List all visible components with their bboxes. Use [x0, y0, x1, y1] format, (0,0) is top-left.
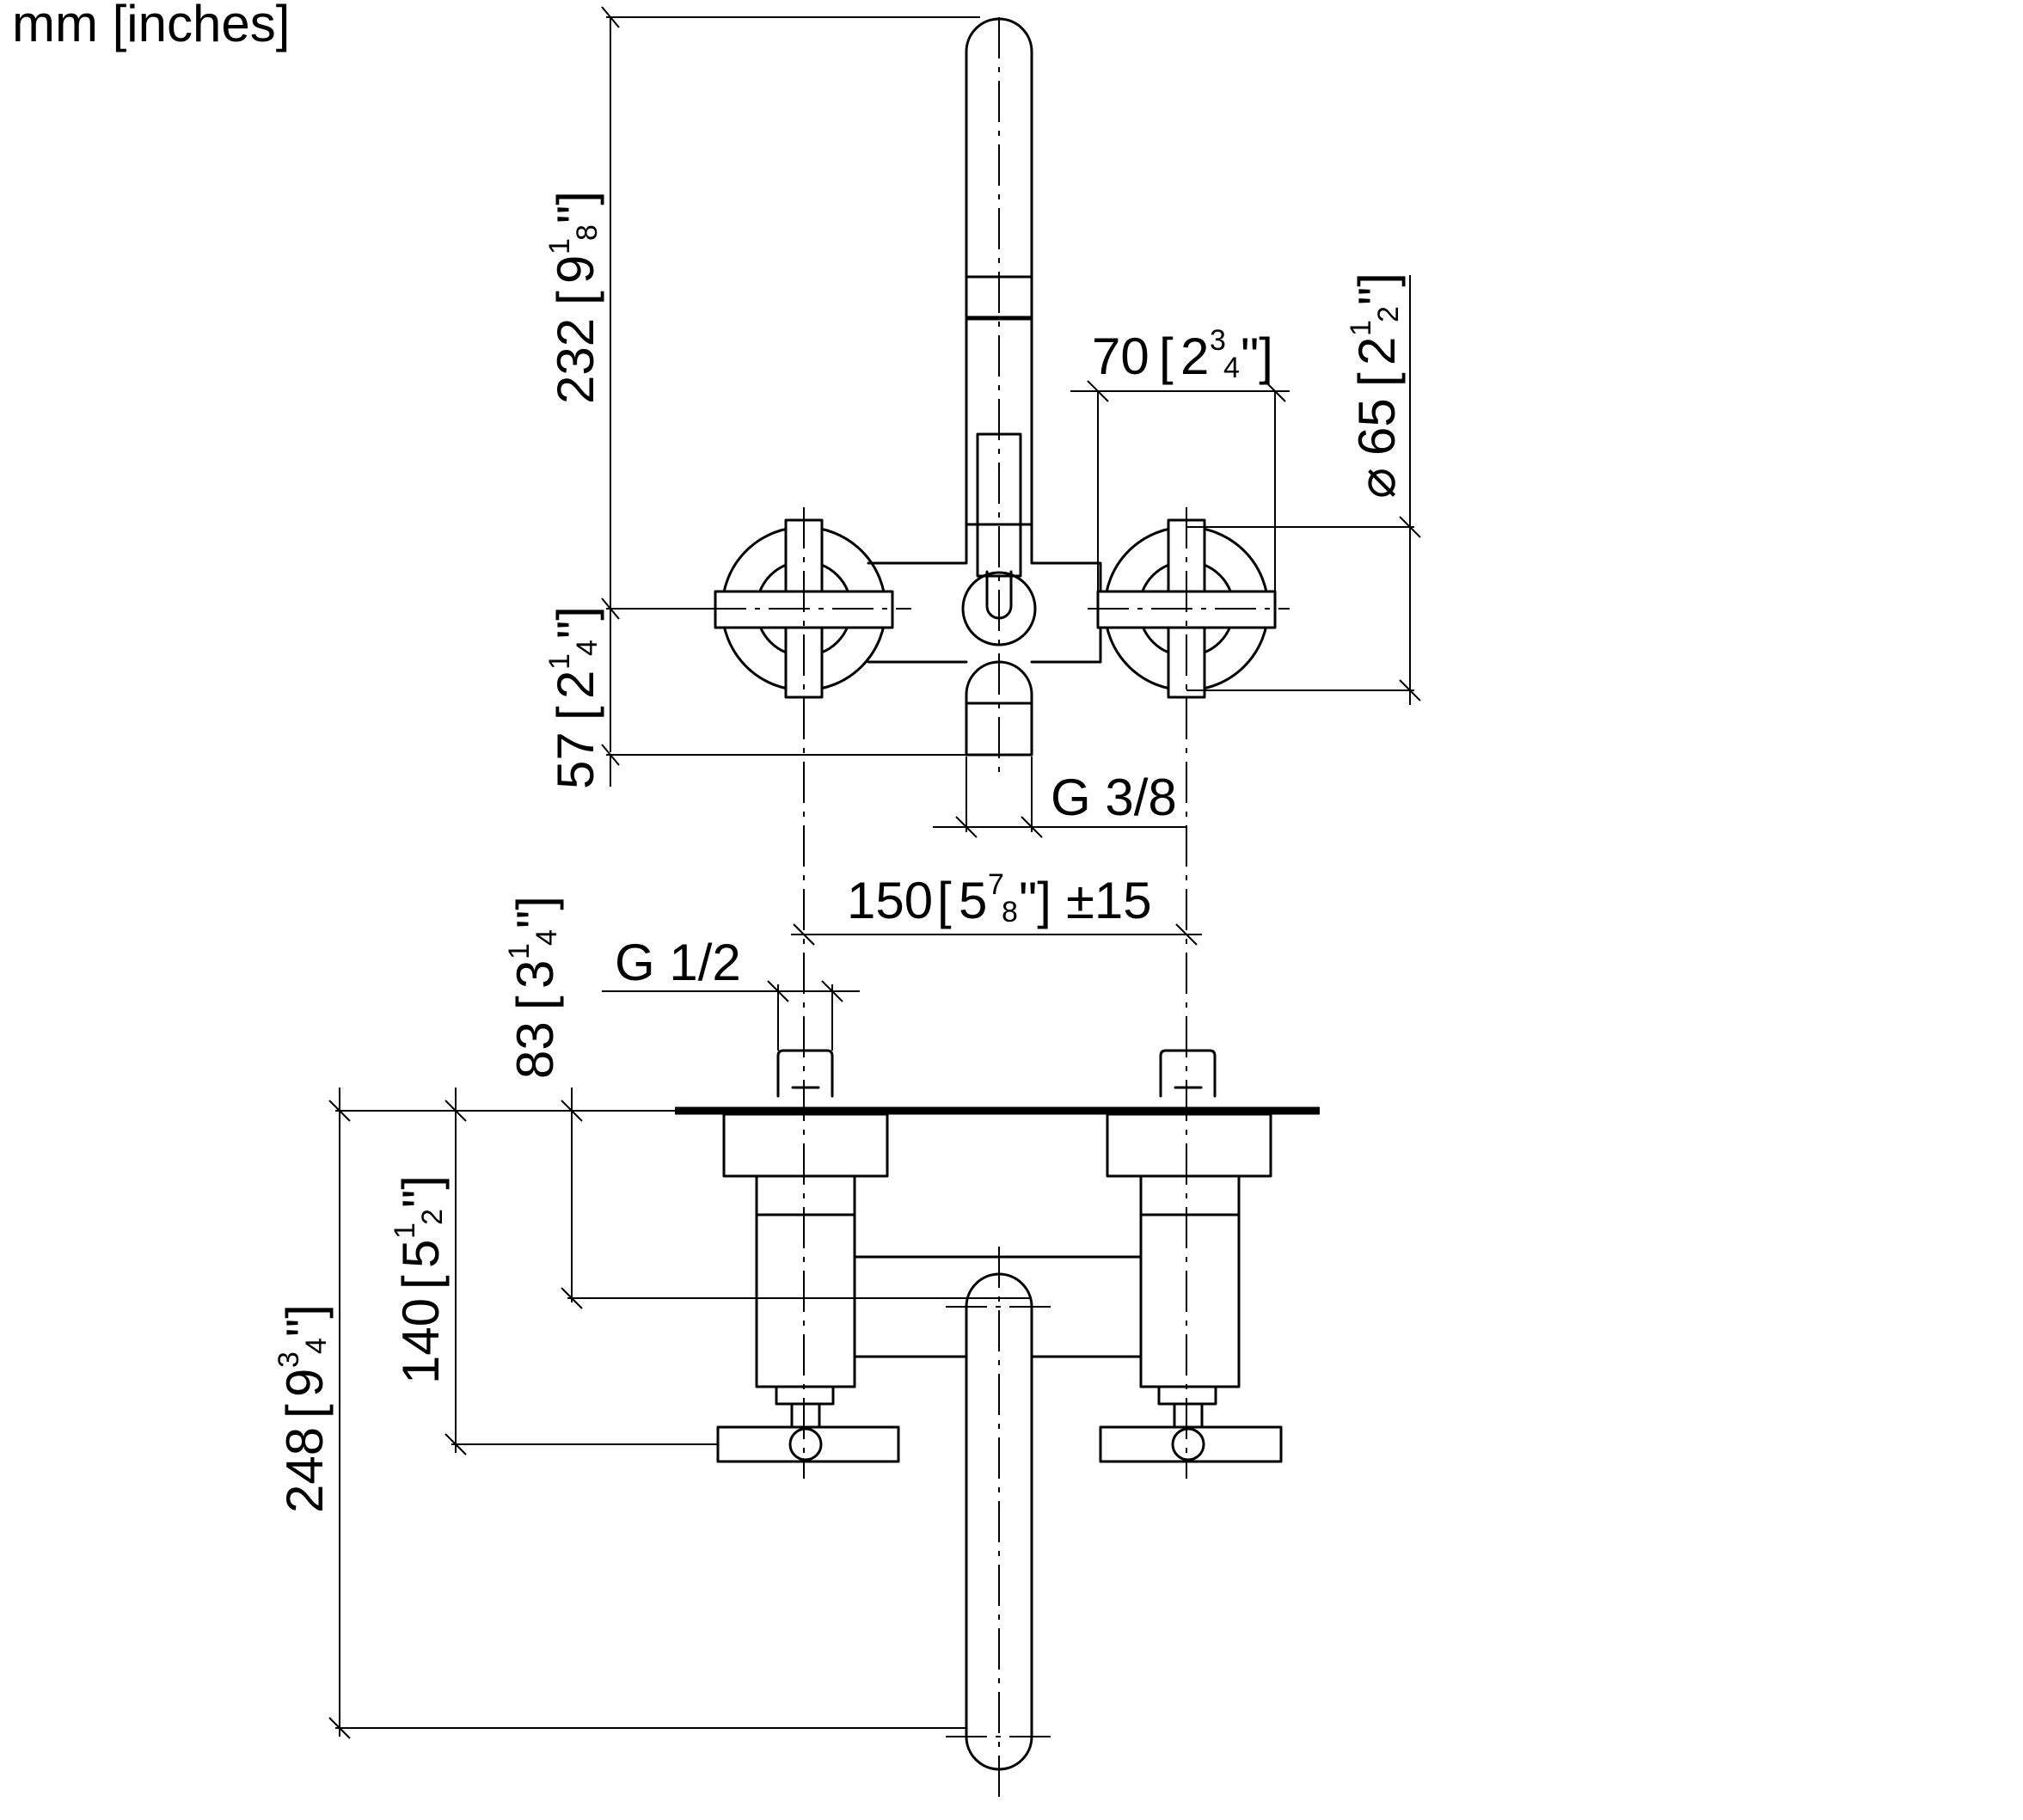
handle-right	[1088, 507, 1290, 1479]
svg-text:"]: "]	[1241, 328, 1273, 385]
shower-holder	[976, 432, 1022, 578]
svg-text:4: 4	[1223, 352, 1240, 384]
dim-150: 150 [ 5 7 8 "] ±15	[847, 868, 1152, 929]
svg-text:8: 8	[1002, 896, 1018, 928]
dim-g12: G 1/2	[615, 934, 741, 991]
svg-text:"]: "]	[547, 606, 604, 639]
svg-text:1: 1	[543, 238, 576, 254]
mixer-body	[867, 523, 1102, 664]
svg-text:232: 232	[547, 318, 604, 404]
svg-text:70: 70	[1092, 328, 1149, 385]
svg-text:±15: ±15	[1066, 872, 1152, 929]
spout-front	[965, 660, 1033, 757]
svg-text:"]: "]	[1019, 872, 1051, 929]
svg-text:140: 140	[392, 1298, 450, 1384]
dim-83: 83 [ 3 1 4 "]	[503, 896, 564, 1079]
svg-text:65: 65	[1348, 398, 1406, 456]
svg-text:"]: "]	[547, 191, 604, 224]
svg-text:3: 3	[506, 960, 564, 989]
svg-text:4: 4	[530, 929, 563, 946]
svg-text:8: 8	[571, 224, 604, 241]
svg-text:9: 9	[547, 255, 604, 284]
dim-248: 248 [ 9 3 4 "]	[273, 1304, 334, 1513]
svg-text:1: 1	[543, 653, 576, 670]
handle-left	[705, 507, 911, 1479]
svg-text:[: [	[547, 706, 604, 720]
svg-text:[: [	[392, 1275, 450, 1290]
svg-text:57: 57	[547, 732, 604, 789]
svg-text:150: 150	[847, 872, 933, 929]
svg-text:"]: "]	[392, 1175, 450, 1208]
svg-text:3: 3	[1210, 324, 1226, 357]
dim-57: 57 [ 2 1 4 "]	[543, 606, 604, 789]
svg-text:83: 83	[506, 1021, 564, 1079]
svg-text:3: 3	[273, 1351, 305, 1368]
svg-text:4: 4	[300, 1338, 333, 1354]
svg-text:[: [	[506, 996, 564, 1010]
svg-text:⌀: ⌀	[1348, 468, 1406, 499]
svg-text:"]: "]	[1348, 273, 1406, 305]
svg-text:9: 9	[276, 1369, 334, 1397]
svg-text:"]: "]	[506, 896, 564, 928]
svg-text:4: 4	[571, 640, 604, 656]
front-view	[705, 17, 1290, 1479]
svg-text:248: 248	[276, 1427, 334, 1513]
svg-text:2: 2	[416, 1209, 449, 1225]
svg-text:7: 7	[988, 868, 1004, 901]
svg-text:1: 1	[389, 1223, 421, 1239]
svg-text:2: 2	[1348, 337, 1406, 365]
svg-text:5: 5	[392, 1240, 450, 1268]
svg-text:2: 2	[547, 671, 604, 699]
svg-text:1: 1	[1345, 320, 1377, 336]
dim-140: 140 [ 5 1 2 "]	[389, 1175, 450, 1384]
dim-65: ⌀ 65 [ 2 1 2 "]	[1345, 273, 1406, 499]
svg-text:5: 5	[959, 872, 987, 929]
svg-text:2: 2	[1180, 328, 1209, 385]
svg-text:[: [	[1159, 328, 1174, 385]
units-label: mm [inches]	[12, 0, 290, 52]
dim-232: 232 [ 9 1 8 "]	[543, 191, 604, 404]
plan-view	[675, 1049, 1320, 1797]
svg-text:2: 2	[1372, 306, 1405, 322]
svg-text:[: [	[937, 872, 952, 929]
svg-text:[: [	[1348, 372, 1406, 387]
dim-g38: G 3/8	[1051, 769, 1177, 826]
dim-70: 70 [ 2 3 4 "]	[1092, 324, 1273, 385]
svg-text:1: 1	[503, 943, 536, 959]
dimension-lines	[328, 6, 1421, 1739]
svg-text:[: [	[276, 1404, 334, 1419]
hose-connector	[961, 571, 1037, 646]
svg-text:"]: "]	[276, 1304, 334, 1337]
svg-text:[: [	[547, 291, 604, 305]
